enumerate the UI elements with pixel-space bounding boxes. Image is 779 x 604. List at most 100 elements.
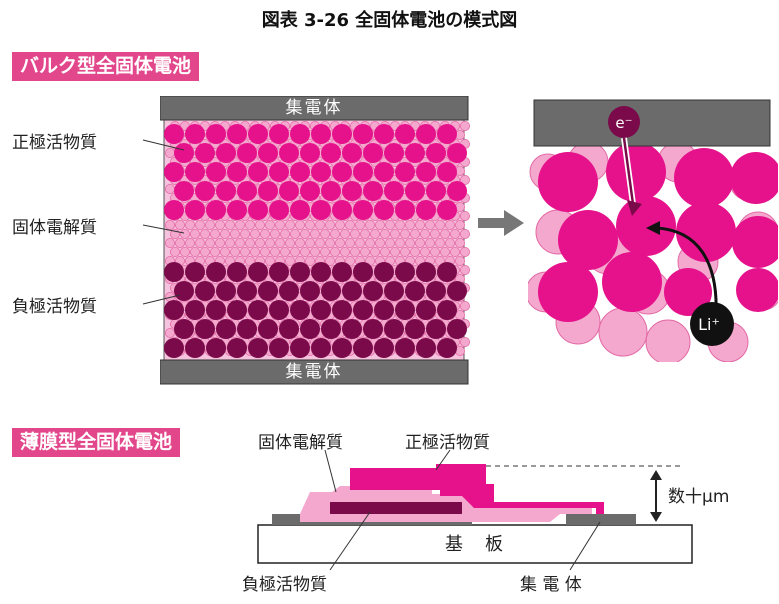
anode-particle: [206, 300, 226, 320]
cathode-particle: [227, 124, 247, 144]
cathode-particle: [174, 143, 194, 163]
anode-particle: [374, 262, 394, 282]
anode-particle: [237, 319, 257, 339]
electrolyte-particle: [255, 237, 266, 248]
thin-electrolyte-label: 固体電解質: [258, 433, 343, 453]
thin-cathode-leader: [435, 449, 451, 471]
electrolyte-particle: [439, 228, 450, 239]
anode-particle: [426, 319, 446, 339]
anode-particle: [332, 338, 352, 358]
electrolyte-particle: [429, 228, 440, 239]
electrolyte-particle: [384, 220, 395, 231]
electrolyte-particle: [230, 246, 241, 257]
thin-collector-label: 集 電 体: [520, 575, 582, 595]
electrolyte-particle: [294, 237, 305, 248]
electrolyte-particle: [364, 237, 375, 248]
cathode-particle: [384, 143, 404, 163]
electrolyte-particle: [260, 246, 271, 257]
cathode-particle: [174, 181, 194, 201]
anode-particle: [353, 300, 373, 320]
electrolyte-particle: [255, 220, 266, 231]
anode-particle: [227, 262, 247, 282]
electrolyte-particle: [364, 220, 375, 231]
anode-particle: [206, 262, 226, 282]
thin-collector-right: [566, 514, 636, 525]
cathode-particle: [395, 200, 415, 220]
anode-particle: [395, 262, 415, 282]
anode-particle: [164, 338, 184, 358]
electrolyte-particle: [304, 220, 315, 231]
lithium-path: [655, 226, 718, 315]
electrolyte-particle: [374, 237, 385, 248]
cathode-particle: [447, 143, 467, 163]
electrolyte-particle: [319, 246, 330, 257]
thickness-arrow-up-icon: [650, 470, 662, 480]
electrolyte-particle: [444, 220, 455, 231]
electrolyte-particle: [404, 220, 415, 231]
electrolyte-particle: [399, 246, 410, 257]
anode-particle: [279, 319, 299, 339]
thin-anode: [330, 502, 462, 514]
thickness-label: 数十μm: [668, 487, 730, 507]
cathode-particle: [248, 162, 268, 182]
zoom-diagram: e⁻ Li⁺: [528, 99, 778, 362]
anode-particle: [237, 281, 257, 301]
anode-particle: [174, 281, 194, 301]
anode-particle: [416, 262, 436, 282]
electrolyte-particle: [454, 220, 465, 231]
bulk-section-label: バルク型全固体電池: [12, 52, 200, 81]
cathode-particle: [258, 143, 278, 163]
electrolyte-particle: [394, 220, 405, 231]
anode-particle: [269, 300, 289, 320]
electrolyte-particle: [429, 246, 440, 257]
anode-particle: [447, 319, 467, 339]
electrolyte-particle: [459, 336, 470, 347]
electrolyte-particle: [304, 237, 315, 248]
anode-particle: [405, 319, 425, 339]
electrolyte-particle: [374, 220, 385, 231]
anode-particle: [300, 281, 320, 301]
electrolyte-particle: [165, 237, 175, 248]
substrate-label: 基 板: [445, 534, 505, 555]
cathode-particle: [290, 162, 310, 182]
cathode-particle: [437, 200, 457, 220]
anode-particle: [174, 319, 194, 339]
electrolyte-particle: [344, 237, 355, 248]
electrolyte-particle: [174, 220, 185, 231]
zoom-cathode-particle: [674, 148, 734, 208]
figure-title: 図表 3-26 全固体電池の模式図: [261, 10, 518, 31]
electrolyte-particle: [270, 228, 281, 239]
zoom-cathode-particle: [538, 262, 598, 322]
thin-anode-leader: [329, 511, 371, 571]
cathode-particle: [248, 124, 268, 144]
electron-label: e⁻: [615, 114, 632, 132]
anode-particle: [300, 319, 320, 339]
bulk-cell-diagram: [160, 96, 470, 385]
anode-particle: [206, 338, 226, 358]
electrolyte-particle: [220, 246, 231, 257]
zoom-electrolyte-particle: [645, 319, 691, 362]
electrolyte-particle: [314, 237, 325, 248]
zoom-cathode-particle: [602, 252, 662, 312]
electrolyte-particle: [294, 220, 305, 231]
electrolyte-particle: [349, 246, 360, 257]
cathode-particle: [416, 124, 436, 144]
anode-particle: [374, 300, 394, 320]
electrolyte-particle: [394, 237, 405, 248]
electrolyte-particle: [265, 255, 276, 266]
cathode-particle: [258, 181, 278, 201]
electrolyte-particle: [215, 237, 226, 248]
anode-particle: [332, 262, 352, 282]
zoom-cathode-particle: [558, 210, 618, 270]
anode-particle: [395, 338, 415, 358]
anode-particle: [195, 281, 215, 301]
cathode-particle: [290, 124, 310, 144]
electrolyte-particle: [184, 237, 195, 248]
electrolyte-particle: [299, 228, 310, 239]
arrow-right-icon: [478, 210, 524, 236]
cathode-particle: [269, 162, 289, 182]
zoom-cathode-particle: [538, 152, 598, 212]
zoom-cathode-particle: [736, 268, 778, 312]
cathode-particle: [164, 200, 184, 220]
anode-particle: [342, 319, 362, 339]
